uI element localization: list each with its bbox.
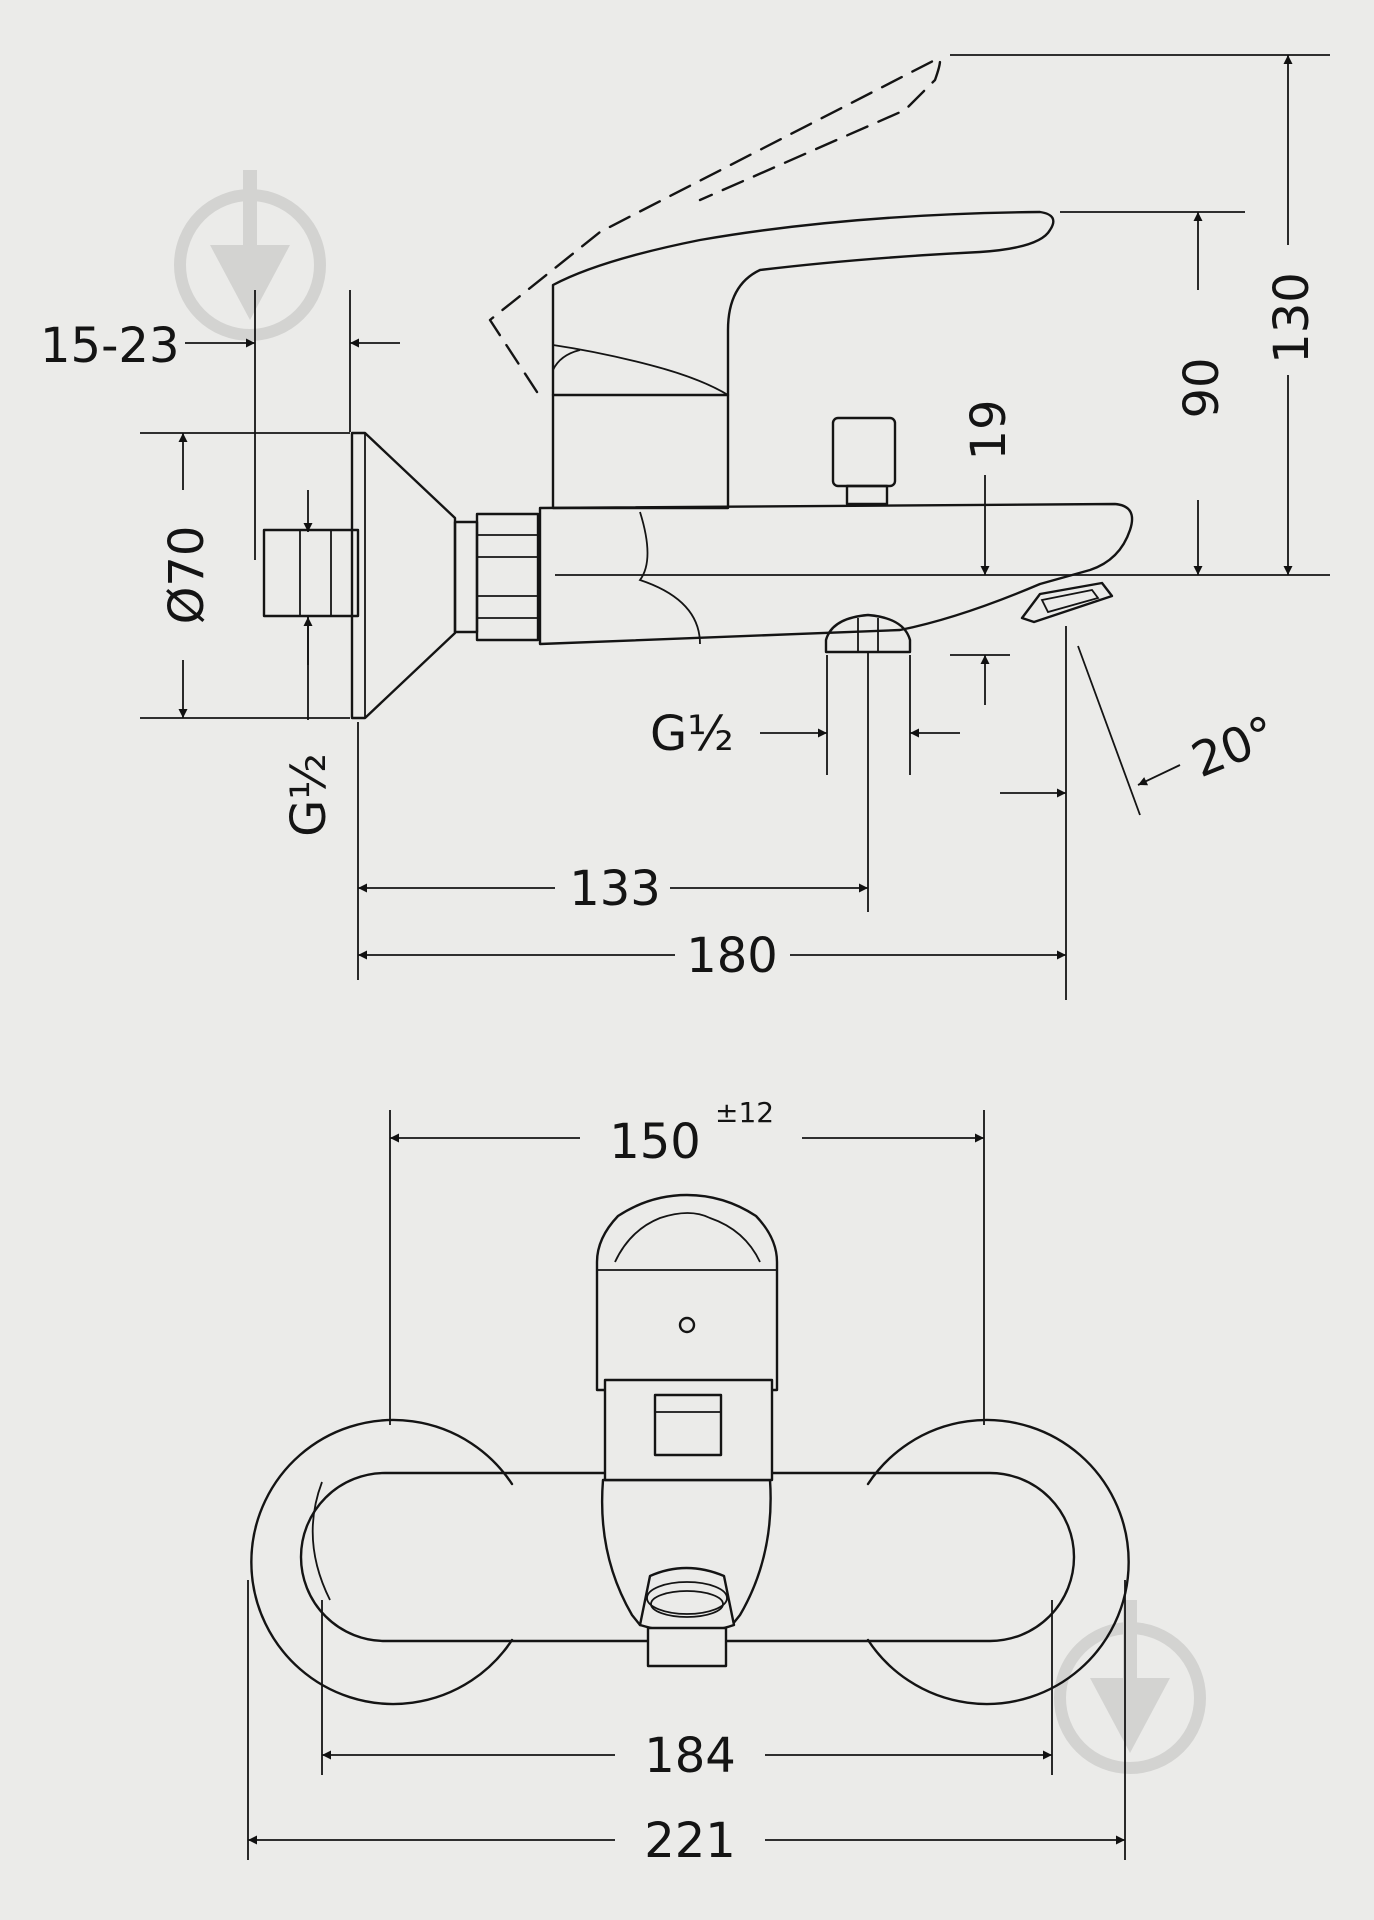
dim-spout-drop: 19 — [961, 399, 1017, 705]
watermark-logo-top — [174, 170, 326, 341]
dim-body-width: 184 — [322, 1728, 1052, 1784]
dim-spout-angle: 20° — [1000, 705, 1284, 798]
dim-rosette-diameter-label: Ø70 — [159, 526, 215, 625]
dim-wall-gap-label: 15-23 — [40, 318, 179, 374]
rosette — [350, 431, 457, 720]
spout-outlet — [824, 613, 912, 654]
front-extension-lines — [247, 1110, 1126, 1860]
dim-centers: 150 ±12 — [390, 1096, 984, 1170]
dim-outlet-thread: G½ — [650, 706, 960, 762]
dim-outlet-thread-label: G½ — [650, 706, 734, 762]
dim-total-height-label: 130 — [1264, 272, 1320, 364]
right-rosette — [866, 1418, 1130, 1706]
lever-raised-outline — [488, 57, 942, 394]
dim-body-width-label: 184 — [644, 1728, 736, 1784]
dim-lever-height: 90 — [1174, 212, 1230, 575]
dim-spout-angle-label: 20° — [1184, 705, 1284, 789]
left-rosette — [250, 1418, 514, 1706]
dim-total-height: 130 — [1264, 55, 1320, 575]
dim-rosette-diameter: Ø70 — [159, 433, 215, 718]
dim-wall-gap: 15-23 — [40, 318, 400, 374]
side-view: 15-23 Ø70 G½ 19 90 — [40, 54, 1330, 1000]
inlet-connector — [262, 528, 360, 618]
front-lever — [595, 1193, 779, 1482]
dim-inlet-thread-label: G½ — [281, 753, 337, 837]
dim-spout-drop-label: 19 — [961, 399, 1017, 460]
dim-projection: 180 — [358, 928, 1066, 984]
front-view: 150 ±12 184 221 — [247, 1096, 1130, 1869]
extension-lines — [140, 54, 1330, 1000]
watermark-logo-bottom — [1054, 1600, 1206, 1774]
dim-overall-width-label: 221 — [644, 1813, 736, 1869]
dim-lever-height-label: 90 — [1174, 357, 1230, 418]
dim-inlet-thread: G½ — [281, 490, 337, 837]
dim-inlet-to-outlet: 133 — [358, 861, 868, 917]
mixer-body — [538, 502, 1330, 646]
aerator — [1020, 581, 1114, 624]
dim-projection-label: 180 — [686, 928, 778, 984]
lever-handle — [551, 210, 1055, 397]
dim-centers-tolerance: ±12 — [715, 1096, 774, 1129]
diverter-knob — [831, 416, 897, 506]
hex-nut — [453, 512, 540, 642]
front-spout — [600, 1478, 772, 1668]
body-bar — [299, 1471, 1076, 1643]
dim-inlet-to-outlet-label: 133 — [569, 861, 661, 917]
dim-overall-width: 221 — [248, 1813, 1125, 1869]
cartridge-column — [551, 393, 730, 510]
dim-centers-label: 150 — [609, 1114, 701, 1170]
